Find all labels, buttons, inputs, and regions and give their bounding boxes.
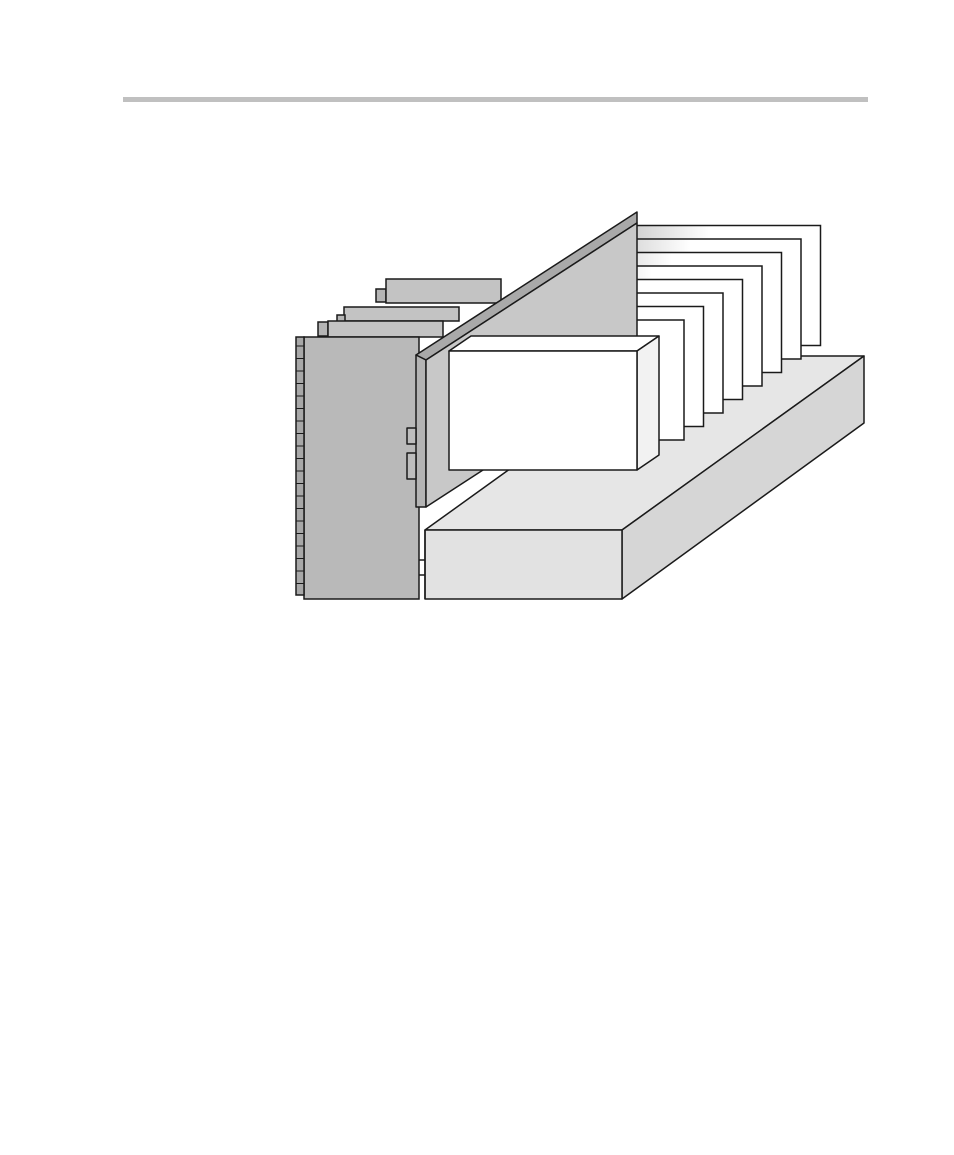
front-panel	[296, 337, 425, 599]
front-module	[449, 336, 659, 470]
